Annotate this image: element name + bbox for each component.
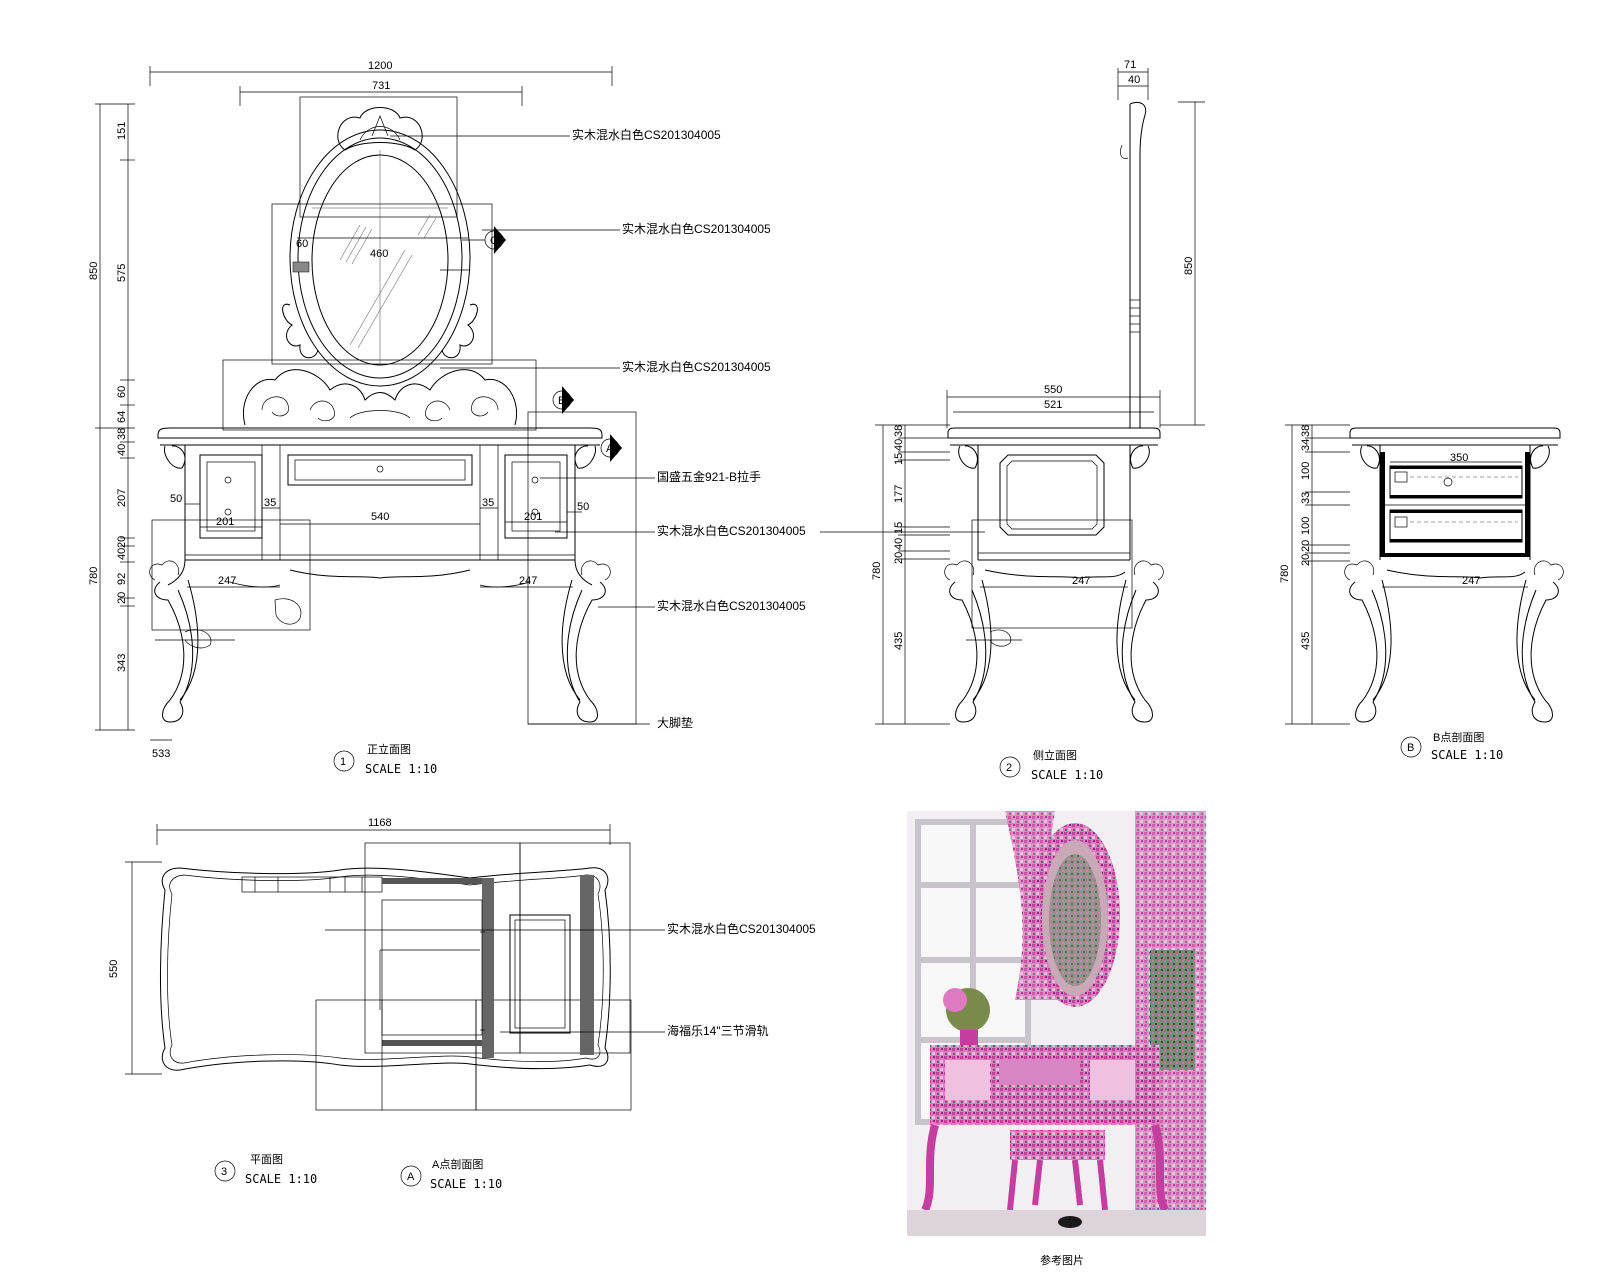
side-left-1: 40 [893,439,905,451]
note-mirror: 实木混水白色CS201304005 [622,221,771,236]
plan-dim-1168: 1168 [368,817,392,829]
side-left-6: 20 [893,552,905,564]
side-dim-550: 550 [1044,384,1062,396]
marker-a: A [606,443,614,455]
dim-left-2: 60 [116,386,128,398]
front-title-num: 1 [340,756,346,768]
side-left-2: 15 [893,453,905,465]
front-title: 正立面图 [367,742,411,756]
section-b: 350 247 780 38 34 100 33 100 20 20 435 [1279,424,1564,762]
dim-247-left: 247 [218,575,236,587]
small-label: 533 [152,748,170,760]
photo-caption: 参考图片 [1040,1253,1084,1267]
note-leg: 实木混水白色CS201304005 [657,598,806,613]
note-crest: 实木混水白色CS201304005 [572,127,721,142]
dim-left-6: 207 [116,489,128,507]
side-dim-780: 780 [871,562,883,580]
note-carving: 实木混水白色CS201304005 [622,359,771,374]
dim-60: 60 [296,238,308,250]
dim-50-left: 50 [170,493,182,505]
seca-title: A点剖面图 [432,1157,483,1171]
side-title-num: 2 [1006,762,1012,774]
side-dim-247: 247 [1072,575,1090,587]
dim-460: 460 [370,248,388,260]
dim-left-3: 64 [116,411,128,423]
secb-lower-0: 435 [1300,632,1312,650]
plan-note-0: 实木混水白色CS201304005 [667,921,816,936]
side-title: 侧立面图 [1033,748,1077,762]
note-handle: 国盛五金921-B拉手 [657,469,761,484]
plan-title-num: 3 [221,1166,227,1178]
marker-c: C [490,235,498,247]
secb-left-1: 34 [1300,439,1312,451]
plan-scale: SCALE 1:10 [245,1172,317,1186]
secb-left-3: 33 [1300,492,1312,504]
plan-view: 1168 550 实木混水白色CS201304005 [108,817,816,1186]
secb-title: B点剖面图 [1433,730,1484,744]
side-dim-71: 71 [1124,59,1136,71]
dim-201-left: 201 [216,516,234,528]
side-dim-521: 521 [1044,399,1062,411]
front-scale: SCALE 1:10 [365,762,437,776]
dim-left-7: 20 [116,536,128,548]
plan-dim-550: 550 [108,960,120,978]
side-left-0: 38 [893,425,905,437]
plan-note-1: 海福乐14"三节滑轨 [667,1023,769,1038]
secb-left-6: 20 [1300,554,1312,566]
reference-photo: 参考图片 [907,811,1206,1267]
dim-left-11: 343 [116,654,128,672]
dim-35-left: 35 [264,497,276,509]
dim-201-right: 201 [524,511,542,523]
side-left-5: 40 [893,538,905,550]
side-left-3: 177 [893,485,905,503]
dim-left-9: 92 [116,573,128,585]
dim-850: 850 [88,262,100,280]
dim-left-0: 151 [116,122,128,140]
secb-left-2: 100 [1300,462,1312,480]
dim-left-8: 40 [116,548,128,560]
marker-b: B [558,395,565,407]
secb-title-num: B [1407,742,1414,754]
dim-left-5: 40 [116,444,128,456]
side-dim-850: 850 [1183,257,1195,275]
dim-1200: 1200 [368,60,392,72]
secb-dim-247: 247 [1462,575,1480,587]
secb-left-5: 20 [1300,540,1312,552]
secb-left-0: 38 [1300,425,1312,437]
dim-780: 780 [88,567,100,585]
dim-731: 731 [372,80,390,92]
dim-35-right: 35 [482,497,494,509]
seca-scale: SCALE 1:10 [430,1177,502,1191]
secb-scale: SCALE 1:10 [1431,748,1503,762]
side-left-4: 15 [893,522,905,534]
secb-left-4: 100 [1300,517,1312,535]
note-drawer: 实木混水白色CS201304005 [657,523,806,538]
dim-left-4: 38 [116,428,128,440]
section-a-title: A A点剖面图 SCALE 1:10 [400,1157,502,1191]
note-foot-pad: 大脚垫 [657,715,693,730]
side-scale: SCALE 1:10 [1031,768,1103,782]
secb-dim-350: 350 [1450,452,1468,464]
dim-left-10: 20 [116,592,128,604]
plan-title: 平面图 [250,1153,283,1166]
front-elevation: 1200 731 850 780 151 575 60 64 38 40 207… [88,60,806,776]
seca-title-num: A [407,1171,415,1183]
dim-left-1: 575 [116,264,128,282]
side-left-7: 435 [893,632,905,650]
dim-50-right: 50 [577,501,589,513]
secb-dim-780: 780 [1279,565,1291,583]
side-dim-40: 40 [1128,74,1140,86]
dim-540: 540 [371,511,389,523]
side-elevation: 71 40 850 550 521 [820,59,1205,782]
